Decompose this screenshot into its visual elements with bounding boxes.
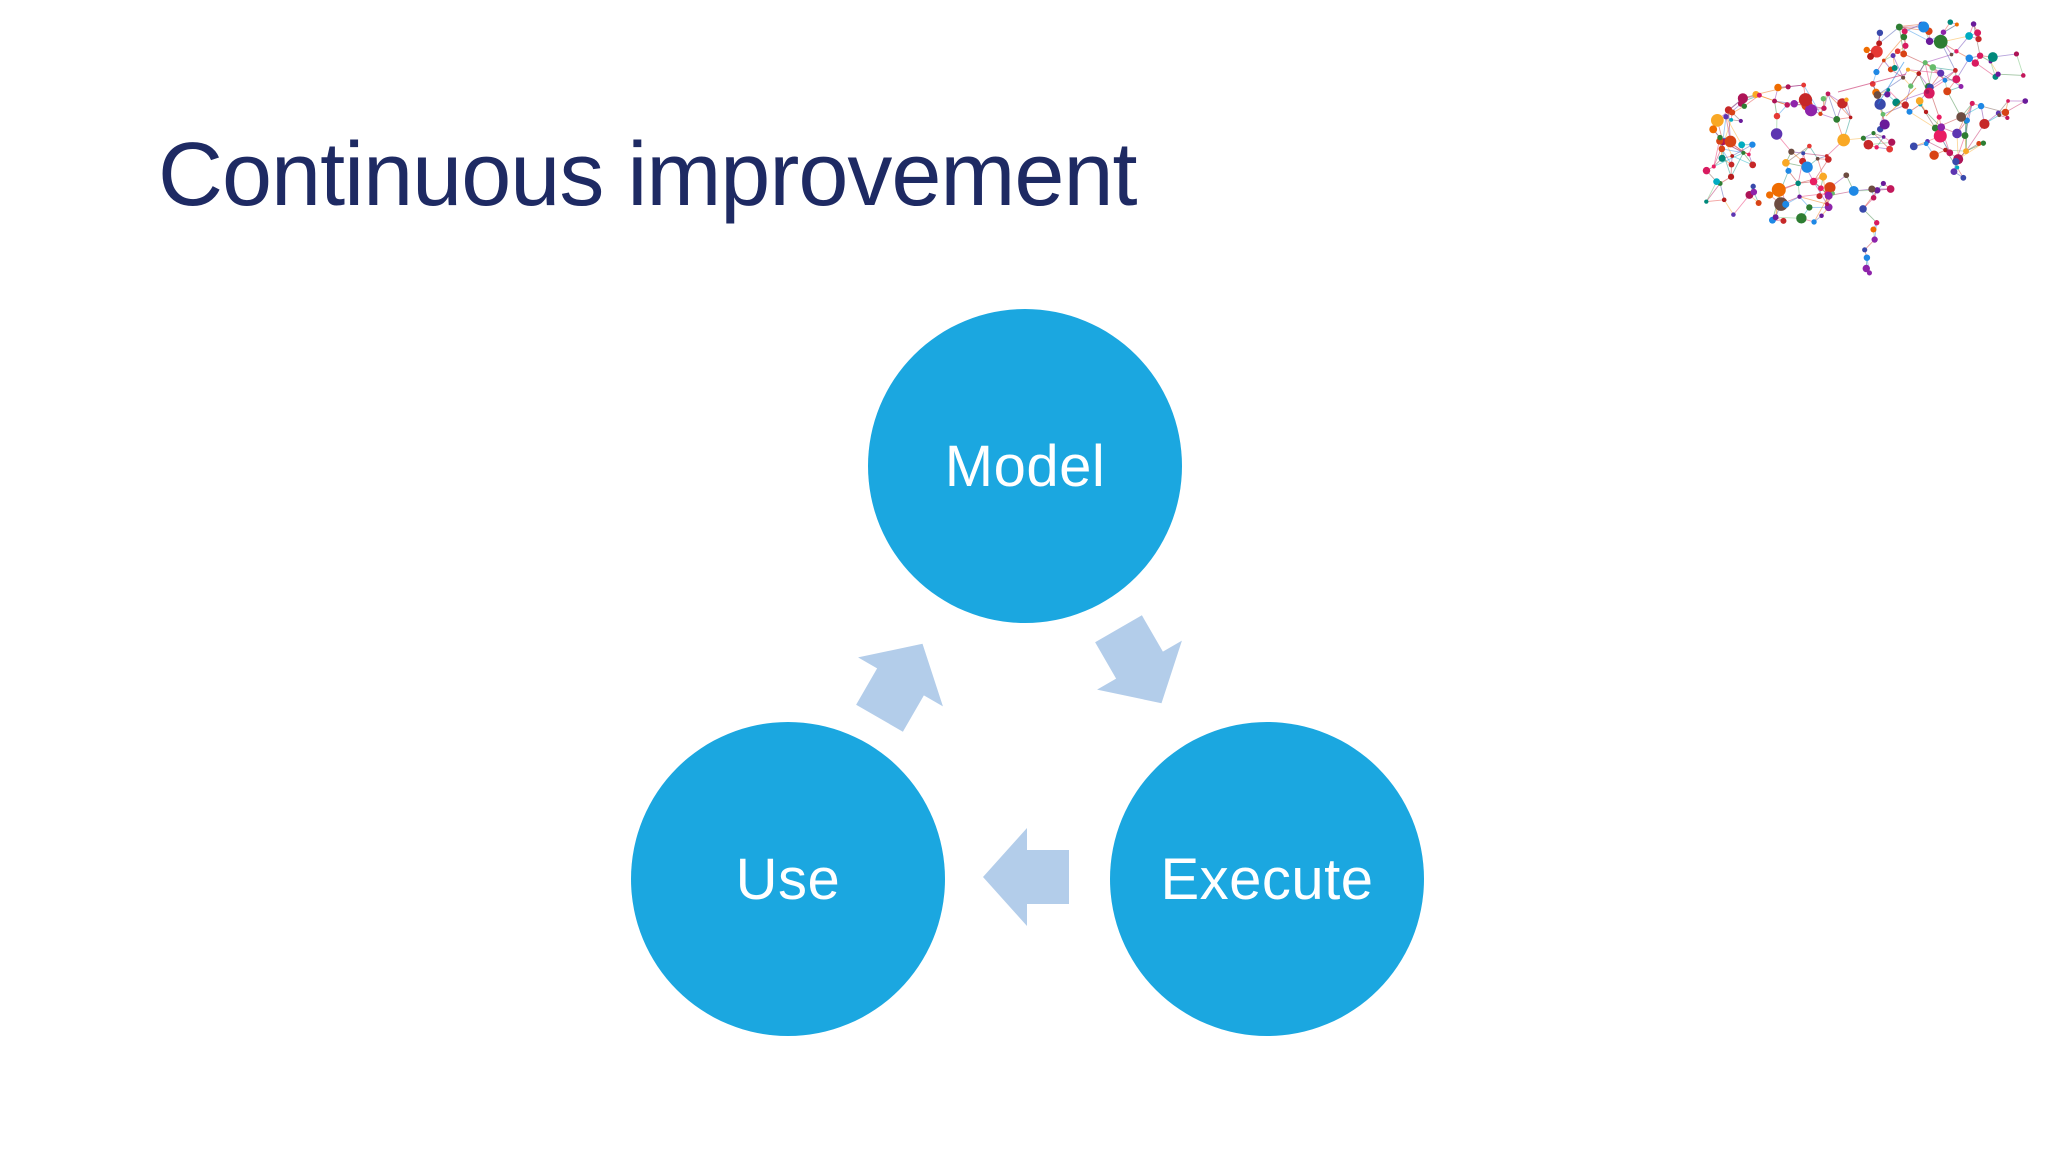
arrow-model-to-execute — [1095, 615, 1182, 704]
cycle-node-model: Model — [868, 309, 1182, 623]
brain-network-graphic — [1702, 19, 2029, 276]
arrow-execute-to-use — [983, 828, 1069, 926]
cycle-node-use-label: Use — [735, 846, 841, 912]
cycle-node-use: Use — [631, 722, 945, 1036]
cycle-node-execute: Execute — [1110, 722, 1424, 1036]
slide-title: Continuous improvement — [158, 125, 1138, 225]
cycle-node-execute-label: Execute — [1160, 846, 1374, 912]
cycle-node-model-label: Model — [944, 433, 1106, 499]
arrow-use-to-model — [856, 643, 943, 732]
